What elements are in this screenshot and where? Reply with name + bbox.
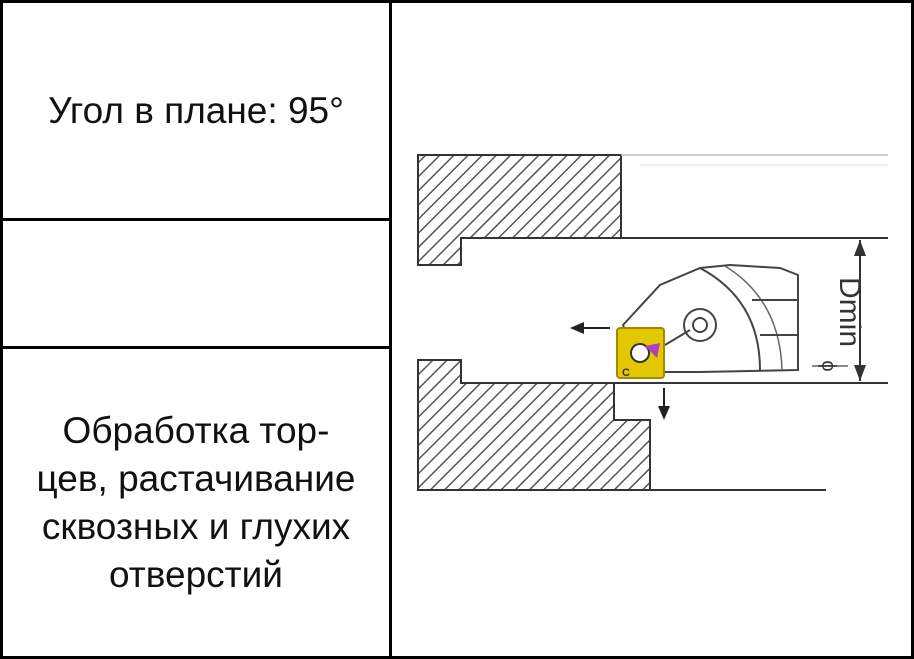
insert-accent <box>645 343 660 358</box>
feed-arrow-down-head <box>658 406 670 420</box>
application-line-4: отверстий <box>109 553 283 595</box>
dimension-arrow-bottom <box>854 365 866 381</box>
insert-letter: C <box>622 367 630 379</box>
application-text: Обработка тор- цев, растачивание сквозны… <box>37 407 356 599</box>
bar-curve-1 <box>699 267 761 371</box>
application-line-2: цев, растачивание <box>36 457 356 499</box>
boring-diagram: C Dmin ϕ <box>417 154 888 491</box>
application-line-3: сквозных и глухих <box>41 505 351 547</box>
dimension-arrow-top <box>854 240 866 256</box>
workpiece-upper-section <box>417 154 622 266</box>
angle-text: Угол в плане: 95° <box>48 89 344 131</box>
row-divider-1 <box>0 218 392 221</box>
diameter-symbol: ϕ <box>817 360 839 371</box>
insert-hole <box>630 343 650 363</box>
angle-cell: Угол в плане: 95° <box>3 3 389 218</box>
bar-curve-2 <box>724 265 783 371</box>
clamp-screw-center <box>692 317 708 333</box>
dimension-label: Dmin <box>833 277 866 347</box>
application-line-1: Обработка тор- <box>62 409 330 451</box>
clamp-arm <box>664 329 691 346</box>
column-divider <box>389 0 392 659</box>
empty-cell <box>3 221 389 346</box>
workpiece-lower-section <box>417 359 651 491</box>
application-cell: Обработка тор- цев, растачивание сквозны… <box>3 349 389 656</box>
row-divider-2 <box>0 346 392 349</box>
feed-arrow-left-head <box>570 322 584 334</box>
